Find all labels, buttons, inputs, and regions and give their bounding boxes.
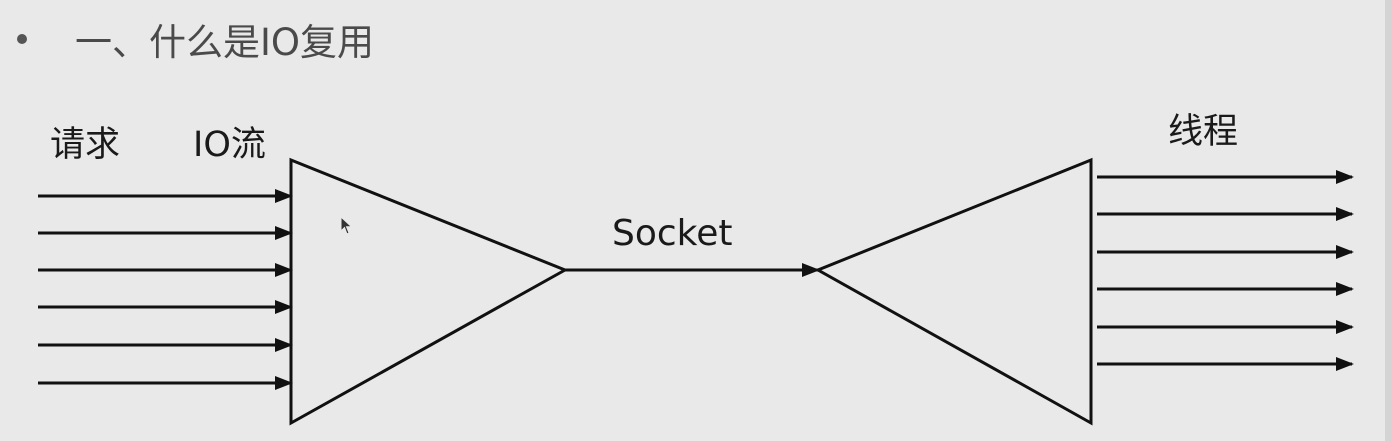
io-stream-label: IO流 — [193, 125, 266, 165]
request-label: 请求 — [50, 125, 121, 165]
input-arrows — [38, 189, 293, 390]
heading-text: 一、什么是IO复用 — [75, 21, 375, 64]
multiplexer-triangle — [289, 157, 569, 426]
demultiplexer-triangle — [814, 157, 1093, 426]
slide-heading: 一、什么是IO复用 — [10, 14, 374, 64]
socket-label: Socket — [612, 213, 733, 254]
thread-label: 线程 — [1168, 112, 1239, 152]
output-arrows — [1097, 170, 1354, 371]
mouse-cursor-icon — [340, 216, 353, 235]
slide-edge — [1385, 0, 1391, 441]
bullet-icon — [17, 34, 27, 44]
